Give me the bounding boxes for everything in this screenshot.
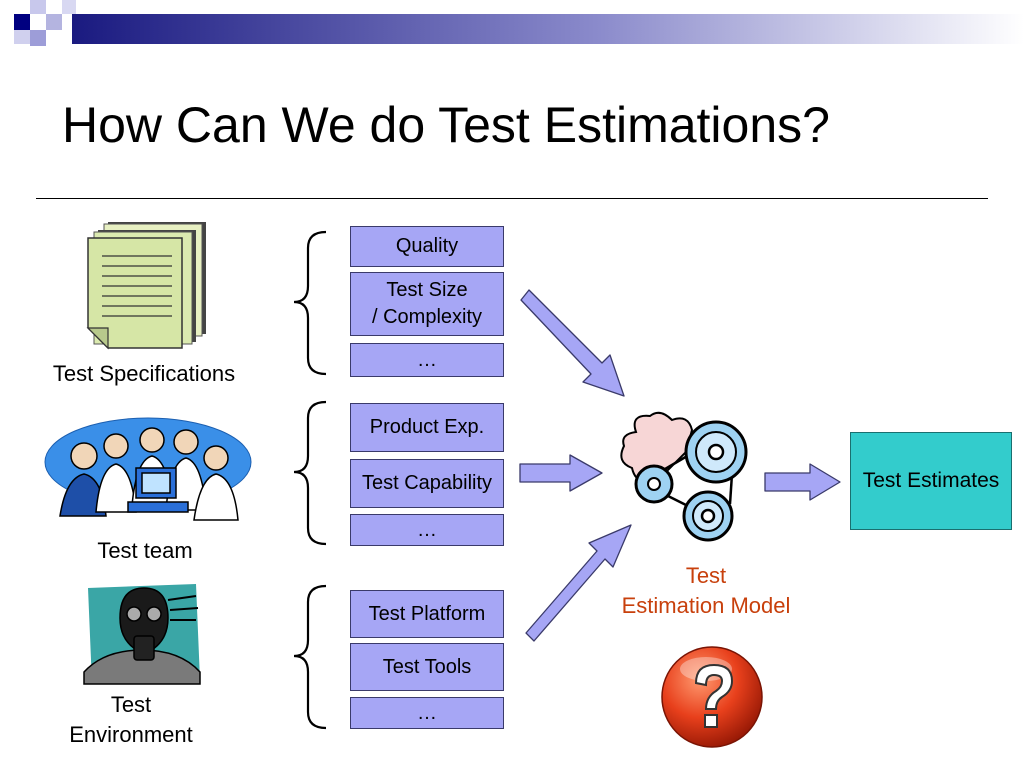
factor-quality: Quality [350, 226, 504, 267]
title-divider [36, 198, 988, 199]
team-at-computer-icon [44, 417, 252, 521]
factor-more-3: … [350, 697, 504, 729]
arrow-group2-to-model [519, 454, 603, 492]
header-decoration [14, 0, 1024, 46]
factor-test-capability: Test Capability [350, 459, 504, 508]
brace-group-2 [293, 400, 327, 546]
source-label-specifications: Test Specifications [52, 361, 236, 386]
source-label-team: Test team [97, 538, 193, 563]
source-label-environment: Test Environment [69, 692, 193, 747]
factor-test-tools: Test Tools [350, 643, 504, 691]
factor-more-2: … [350, 514, 504, 546]
arrow-group1-to-model [520, 289, 625, 397]
arrow-model-to-estimates [764, 463, 841, 501]
model-label: Test Estimation Model [621, 563, 791, 618]
factor-product-exp: Product Exp. [350, 403, 504, 452]
arrow-group3-to-model [525, 524, 632, 642]
slide-title: How Can We do Test Estimations? [62, 97, 830, 153]
factor-test-platform: Test Platform [350, 590, 504, 638]
question-mark-icon [661, 646, 763, 748]
brace-group-1 [293, 230, 327, 376]
gears-icon [620, 411, 748, 542]
factor-test-size-complexity: Test Size / Complexity [350, 272, 504, 336]
factor-more-1: … [350, 343, 504, 377]
test-estimates-box: Test Estimates [850, 432, 1012, 530]
documents-icon [86, 222, 206, 350]
brace-group-3 [293, 584, 327, 730]
gas-mask-icon [83, 584, 201, 685]
